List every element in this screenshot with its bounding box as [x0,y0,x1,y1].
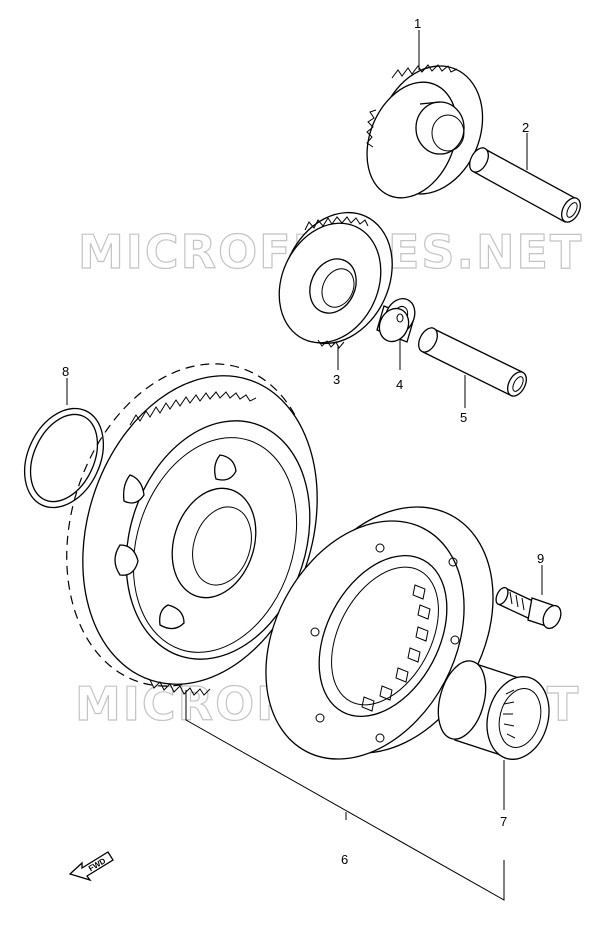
part-4-bushing [376,297,416,343]
callout-9: 9 [537,551,545,566]
part-9-bolt [495,586,562,630]
callout-6: 6 [341,852,349,867]
part-5-shaft [418,327,527,397]
callout-3: 3 [333,372,341,387]
part-8-washer [24,407,104,509]
callout-5: 5 [460,410,468,425]
callout-2: 2 [522,120,530,135]
part-6-large-gear [66,363,318,696]
part-7-needle-bearing [437,660,550,760]
part-1-gear [366,64,484,199]
leader-lines [66,30,543,901]
part-3-gear [278,211,393,349]
part-2-shaft [469,147,581,223]
fwd-arrow-icon: FWD [68,851,114,882]
callout-1: 1 [414,16,422,31]
callout-7: 7 [500,814,508,829]
callout-8: 8 [62,364,70,379]
callout-4: 4 [396,377,404,392]
